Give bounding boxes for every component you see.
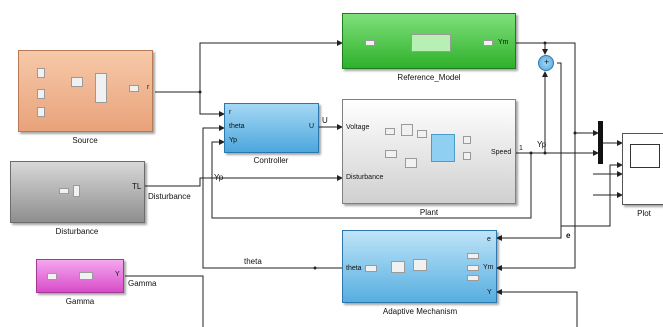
plant-subsystem [431, 134, 455, 162]
signal-label-gamma: Gamma [128, 279, 157, 288]
line-ym-to-adaptive [496, 42, 576, 271]
line-theta [202, 125, 342, 269]
signal-label-e: e [566, 231, 571, 240]
reference-subblock [365, 40, 375, 46]
mux-block[interactable] [598, 121, 603, 164]
plant-subblock [405, 158, 417, 168]
source-subblock [37, 89, 45, 99]
adaptive-subblock [467, 253, 479, 259]
controller-out-u: U [309, 123, 315, 130]
adaptive-port-e: e [487, 236, 491, 243]
adaptive-subblock [467, 275, 479, 281]
sum-sign: + [544, 57, 550, 67]
source-subblock [129, 85, 139, 92]
line-e [496, 62, 562, 241]
plant-subblock [385, 128, 395, 135]
adaptive-port-y: Y [487, 289, 492, 296]
reference-subblock [411, 34, 451, 52]
plant-subblock [385, 150, 397, 158]
line-disturbance [145, 175, 343, 187]
controller-in-theta: theta [229, 123, 245, 130]
reference-subblock [483, 40, 493, 46]
line-r-to-controller [199, 92, 225, 117]
adaptive-port-ym: Ym [483, 264, 494, 271]
adaptive-subblock [365, 265, 377, 272]
plant-in-disturbance: Disturbance [346, 174, 384, 181]
gamma-subblock [79, 272, 93, 280]
adaptive-mechanism-label: Adaptive Mechanism [382, 307, 458, 316]
line-yp-feedback [211, 139, 532, 219]
reference-model-label: Reference_Model [397, 73, 461, 82]
signal-label-disturbance: Disturbance [148, 192, 191, 201]
controller-label: Controller [253, 156, 289, 165]
reference-model-block[interactable]: Ym [342, 13, 516, 69]
line-gamma [125, 275, 204, 327]
adaptive-subblock [391, 261, 405, 273]
gamma-subblock [47, 273, 57, 280]
plant-in-voltage: Voltage [346, 124, 370, 131]
source-subblock [37, 68, 45, 78]
plot-label: Plot [637, 209, 651, 218]
plant-subblock [417, 130, 427, 138]
disturbance-block[interactable]: TL [10, 161, 145, 223]
plant-subblock [463, 152, 471, 160]
line-r-to-reference [155, 40, 343, 93]
controller-block[interactable]: r theta Yp U [224, 103, 319, 153]
plant-label: Plant [419, 208, 439, 217]
adaptive-subblock [467, 265, 479, 271]
scope-screen [630, 144, 660, 168]
disturbance-subblock [59, 188, 69, 194]
reference-out-port: Ym [498, 39, 509, 46]
source-subblock [95, 73, 107, 103]
line-ym-to-sum [516, 42, 548, 55]
gamma-block[interactable]: Y [36, 259, 124, 293]
source-subblock [71, 77, 83, 87]
sum-block[interactable]: + [538, 55, 554, 71]
plant-subblock [463, 136, 471, 144]
controller-in-r: r [229, 109, 232, 116]
signal-label-one: 1 [519, 145, 523, 152]
line-adaptive-y [496, 289, 578, 327]
source-out-port: r [147, 84, 150, 91]
adaptive-port-theta: theta [346, 265, 362, 272]
source-block[interactable]: r [18, 50, 153, 132]
plant-subblock [401, 124, 413, 136]
gamma-out-port: Y [115, 271, 120, 278]
signal-label-u: U [322, 116, 328, 125]
adaptive-mechanism-block[interactable]: theta e Ym Y [342, 230, 497, 303]
plant-out-speed: Speed [491, 149, 512, 156]
line-e-to-plot [560, 162, 623, 232]
source-label: Source [72, 136, 98, 145]
disturbance-out-port: TL [132, 182, 142, 191]
plant-block[interactable]: Voltage Disturbance Speed [342, 99, 516, 204]
controller-in-yp: Yp [229, 137, 238, 144]
disturbance-label: Disturbance [55, 227, 99, 236]
disturbance-subblock [73, 185, 80, 197]
signal-label-theta: theta [244, 257, 262, 266]
adaptive-subblock [413, 259, 427, 271]
signal-label-yp-out: Yp [537, 140, 547, 149]
gamma-label: Gamma [65, 297, 95, 306]
signal-label-yp-in: Yp [214, 173, 224, 182]
source-subblock [37, 107, 45, 117]
plot-scope-block[interactable] [622, 133, 663, 205]
